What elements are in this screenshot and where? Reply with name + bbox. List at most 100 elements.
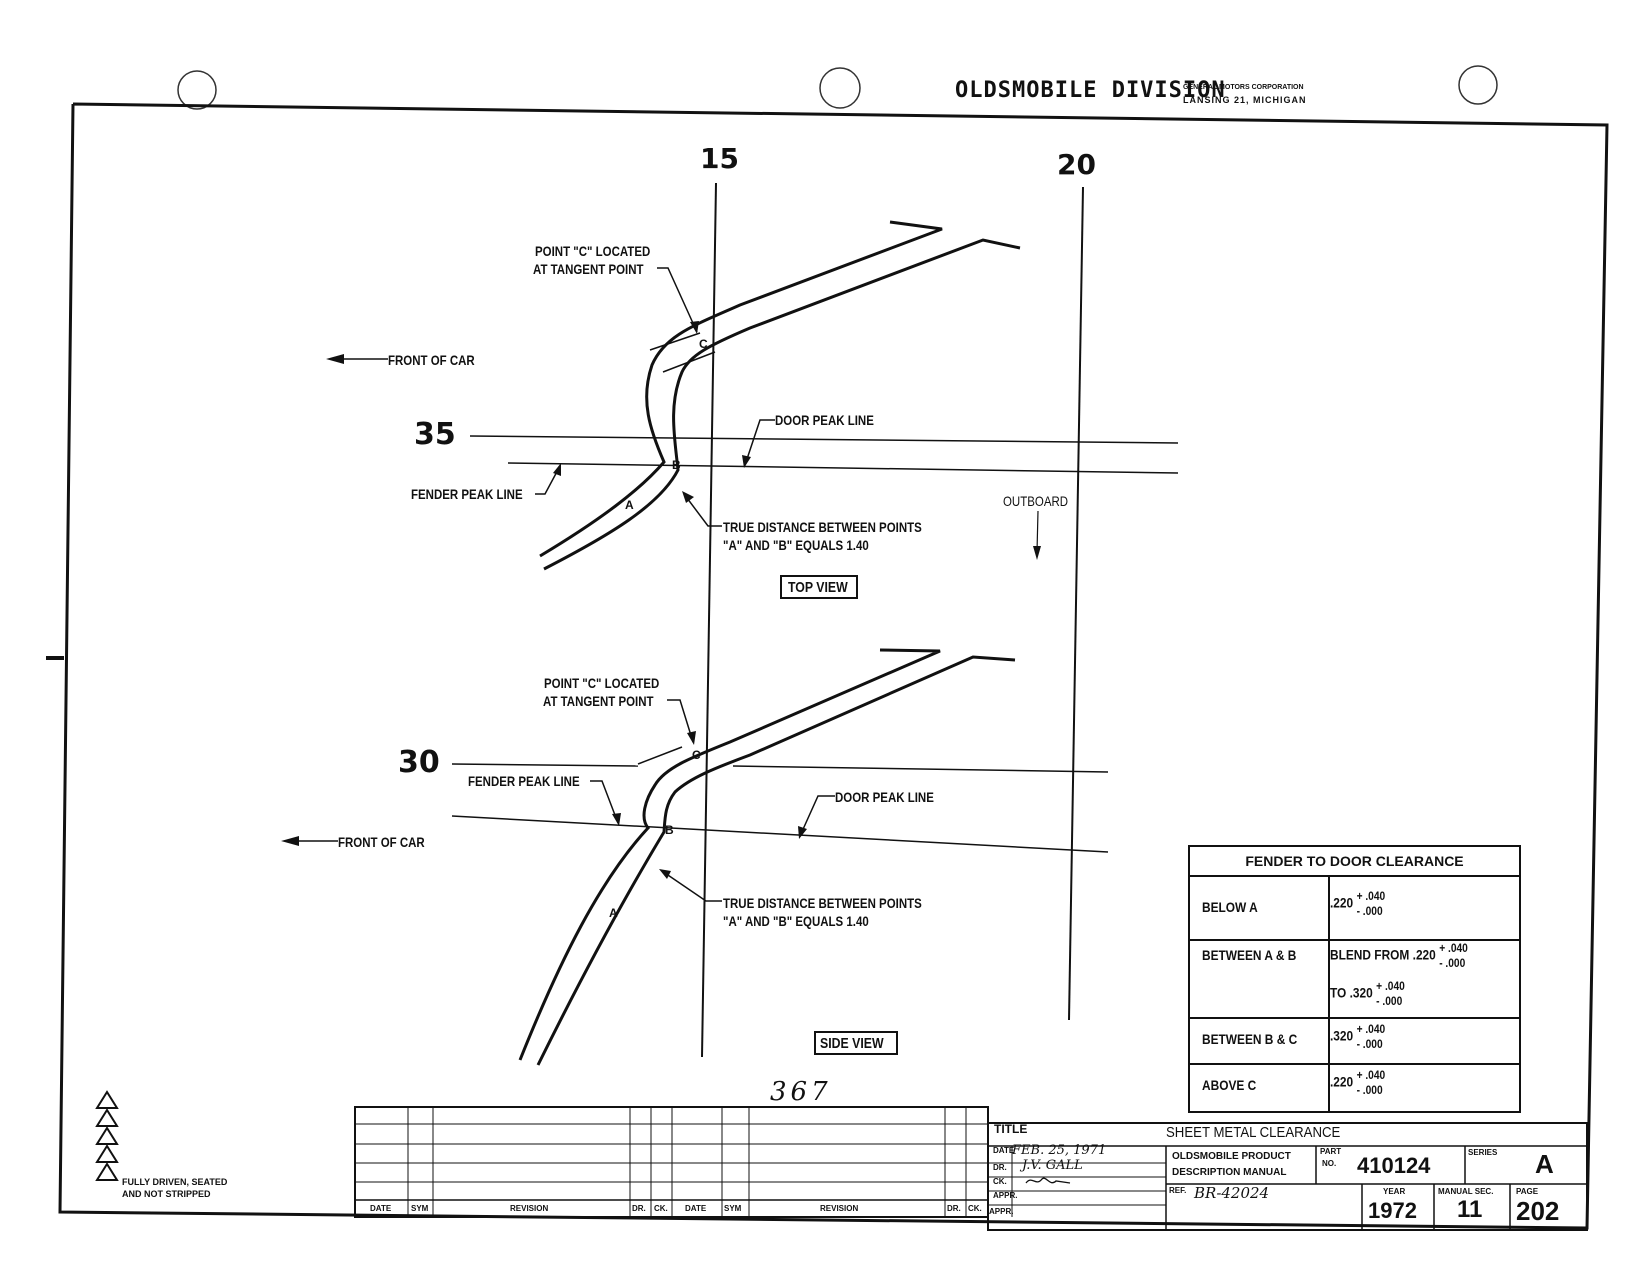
tol-plus: + .040 <box>1376 979 1405 993</box>
top-point-c-label-2: AT TANGENT POINT <box>533 261 644 277</box>
side-point-a-label: A <box>609 906 618 920</box>
side-point-c-leader <box>667 699 694 743</box>
outboard-label: OUTBOARD <box>1003 493 1069 509</box>
outboard-arrowhead <box>1033 546 1041 560</box>
top-point-c-leader <box>657 267 698 333</box>
legend-note-2: AND NOT STRIPPED <box>122 1189 211 1199</box>
tb-date-label: DATE <box>993 1146 1015 1155</box>
side-point-c-label-1: POINT "C" LOCATED <box>544 675 660 691</box>
clearance-row-value: .320+ .040- .000 <box>1330 1022 1385 1052</box>
side-station-30-line-right <box>732 765 1109 773</box>
top-point-c-arrowhead <box>690 321 699 334</box>
rev-col-sym-1: SYM <box>411 1204 429 1213</box>
tb-product-line-2: DESCRIPTION MANUAL <box>1172 1167 1287 1178</box>
top-point-c-label: C <box>699 337 708 351</box>
tb-dr: J.V. GALL <box>1022 1158 1083 1173</box>
tb-appr2-label: APPR. <box>989 1207 1014 1216</box>
clearance-tolerance: + .040- .000 <box>1357 889 1386 919</box>
top-fender-peak-leader <box>535 465 561 495</box>
clearance-value: .320 <box>1330 1027 1354 1044</box>
tol-minus: - .000 <box>1356 1037 1383 1051</box>
rev-col-revision-2: REVISION <box>820 1204 859 1213</box>
clearance-row-value: .220+ .040- .000 <box>1330 889 1385 919</box>
top-door-edge-inner <box>543 238 1021 571</box>
top-true-distance-leader <box>683 493 722 527</box>
clearance-table-divider <box>1328 875 1330 1111</box>
side-front-arrowhead <box>281 836 299 846</box>
side-fender-peak-line <box>451 815 1109 853</box>
tol-plus: + .040 <box>1356 1068 1386 1082</box>
side-true-distance-label-1: TRUE DISTANCE BETWEEN POINTS <box>723 895 922 911</box>
side-fender-peak-arrowhead <box>612 813 621 826</box>
rev-col-ck-2: CK. <box>968 1204 982 1213</box>
top-door-peak-arrowhead <box>742 455 751 468</box>
tb-page-label: PAGE <box>1516 1187 1539 1196</box>
side-point-c-arrowhead <box>687 731 696 745</box>
rev-col-sym-2: SYM <box>724 1204 742 1213</box>
fender-door-clearance-table: FENDER TO DOOR CLEARANCE BELOW A .220+ .… <box>1188 845 1521 1113</box>
corp-line-2: LANSING 21, MICHIGAN <box>1183 95 1307 105</box>
tb-ck-signature <box>1025 1177 1071 1184</box>
corp-line-1: GENERAL MOTORS CORPORATION <box>1183 84 1304 91</box>
side-true-distance-arrowhead <box>659 869 671 879</box>
rev-col-revision-1: REVISION <box>510 1204 549 1213</box>
clearance-tolerance: + .040- .000 <box>1357 1022 1386 1052</box>
clearance-row-label: BETWEEN B & C <box>1202 1031 1298 1047</box>
top-true-distance-label-1: TRUE DISTANCE BETWEEN POINTS <box>723 519 922 535</box>
clearance-row-below-a: BELOW A .220+ .040- .000 <box>1190 875 1519 941</box>
side-point-c-label: C <box>692 748 701 762</box>
top-view-label: TOP VIEW <box>788 579 848 596</box>
side-fender-peak-leader <box>590 780 619 824</box>
division-title: OLDSMOBILE DIVISION <box>955 78 1226 103</box>
station-20-label: 20 <box>1057 148 1096 181</box>
station-30-label: 30 <box>398 745 440 780</box>
triangle-legend-symbols <box>95 1090 119 1181</box>
tb-product-line-1: OLDSMOBILE PRODUCT <box>1172 1151 1291 1162</box>
side-point-c-label-2: AT TANGENT POINT <box>543 693 654 709</box>
side-fender-edge-outer <box>518 648 941 1061</box>
top-point-a-label: A <box>625 498 634 512</box>
rev-col-dr-1: DR. <box>632 1204 646 1213</box>
side-door-edge-inner <box>536 655 1016 1066</box>
clearance-value: .220 <box>1330 894 1354 911</box>
tb-manual-sec-label: MANUAL SEC. <box>1438 1187 1494 1196</box>
tb-part-label-2: NO. <box>1322 1159 1337 1168</box>
rev-col-dr-2: DR. <box>947 1204 961 1213</box>
side-view-label: SIDE VIEW <box>820 1035 884 1052</box>
tb-ck-label: CK. <box>993 1177 1007 1186</box>
top-fender-peak-arrowhead <box>553 463 561 476</box>
side-fender-peak-line-label: FENDER PEAK LINE <box>468 773 580 789</box>
clearance-row-value: .220+ .040- .000 <box>1330 1068 1385 1098</box>
binder-hole-center <box>819 67 861 109</box>
tb-part-label-1: PART <box>1320 1147 1342 1156</box>
clearance-tolerance-2: + .040- .000 <box>1376 979 1405 1009</box>
top-point-c-label-1: POINT "C" LOCATED <box>535 243 651 259</box>
tb-date: FEB. 25, 1971 <box>1012 1143 1107 1158</box>
clearance-value-2: TO .320 <box>1330 984 1373 1001</box>
tb-part-no: 410124 <box>1357 1153 1431 1178</box>
tb-manual-sec: 11 <box>1457 1196 1483 1223</box>
clearance-row-label: ABOVE C <box>1202 1077 1257 1093</box>
clearance-row-label: BELOW A <box>1202 899 1258 915</box>
tol-minus: - .000 <box>1356 1083 1383 1097</box>
tb-series: A <box>1535 1149 1554 1179</box>
tb-appr-label: APPR. <box>993 1191 1018 1200</box>
tol-minus: - .000 <box>1356 904 1383 918</box>
rev-col-date-2: DATE <box>685 1204 707 1213</box>
clearance-tolerance: + .040- .000 <box>1439 941 1468 971</box>
rev-col-date-1: DATE <box>370 1204 392 1213</box>
top-fender-peak-line <box>507 462 1179 474</box>
clearance-row-value-2: TO .320+ .040- .000 <box>1330 979 1405 1009</box>
tol-minus: - .000 <box>1376 994 1403 1008</box>
clearance-row-between-a-b: BETWEEN A & B BLEND FROM .220+ .040- .00… <box>1190 939 1519 1019</box>
clearance-value: BLEND FROM .220 <box>1330 946 1436 963</box>
rev-col-ck-1: CK. <box>654 1204 668 1213</box>
top-station-35-line <box>469 435 1179 444</box>
binder-hole-right <box>1458 65 1498 105</box>
side-true-distance-leader <box>661 870 722 902</box>
station-line-20 <box>1068 186 1084 1021</box>
side-true-distance-label-2: "A" AND "B" EQUALS 1.40 <box>723 913 869 929</box>
tb-ref: BR-42024 <box>1194 1184 1270 1202</box>
side-front-of-car-label: FRONT OF CAR <box>338 834 425 850</box>
